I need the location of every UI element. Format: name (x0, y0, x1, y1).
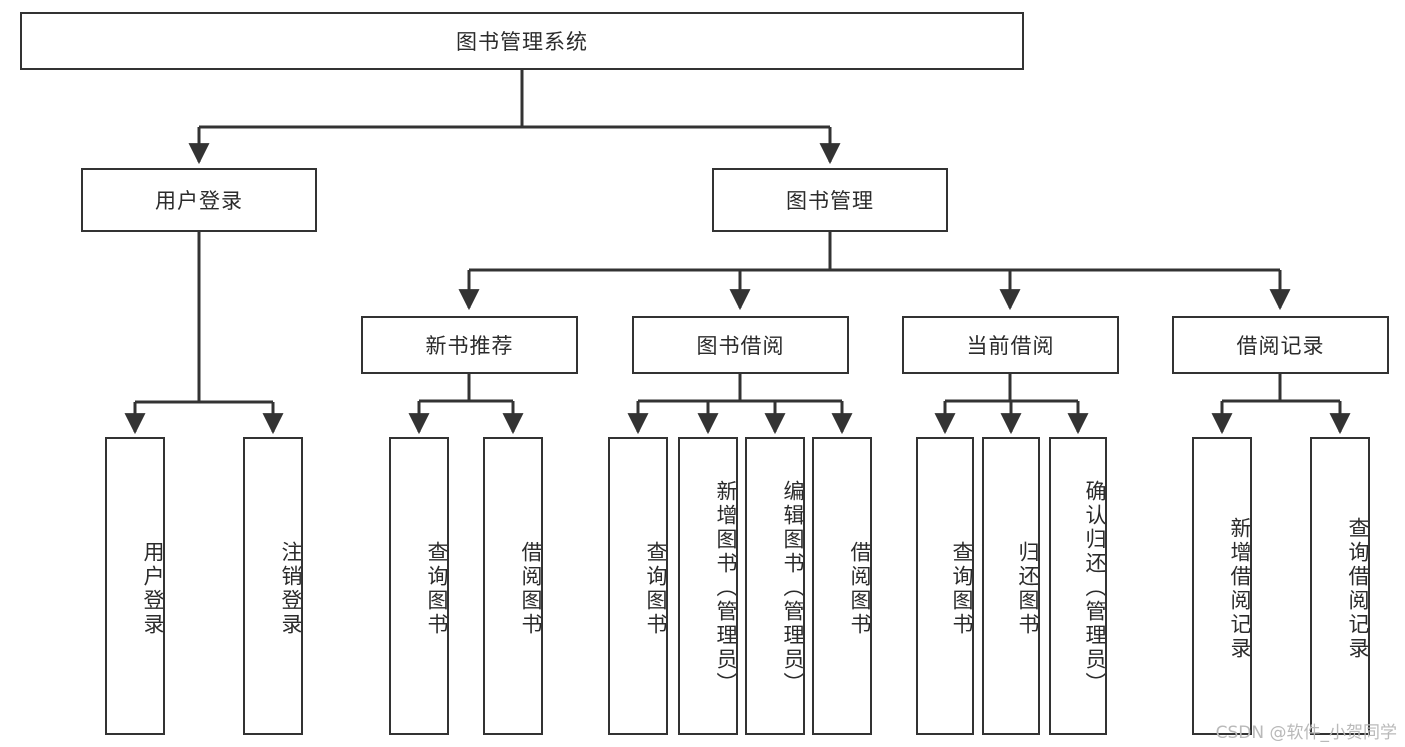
node-current-borrow[interactable]: 当前借阅 (902, 316, 1119, 374)
leaf-current-query-book[interactable]: 查询图书 (916, 437, 974, 735)
node-user-login[interactable]: 用户登录 (81, 168, 317, 232)
node-root[interactable]: 图书管理系统 (20, 12, 1024, 70)
node-book-borrow[interactable]: 图书借阅 (632, 316, 849, 374)
leaf-borrow-query-book[interactable]: 查询图书 (608, 437, 668, 735)
node-book-management[interactable]: 图书管理 (712, 168, 948, 232)
node-borrow-records[interactable]: 借阅记录 (1172, 316, 1389, 374)
leaf-newbook-query-book[interactable]: 查询图书 (389, 437, 449, 735)
leaf-current-return-book[interactable]: 归还图书 (982, 437, 1040, 735)
csdn-watermark: CSDN @软件_小贺同学 (1215, 723, 1397, 743)
node-new-book-recommend[interactable]: 新书推荐 (361, 316, 578, 374)
leaf-newbook-borrow-book[interactable]: 借阅图书 (483, 437, 543, 735)
leaf-user-login[interactable]: 用户登录 (105, 437, 165, 735)
leaf-logout-login[interactable]: 注销登录 (243, 437, 303, 735)
leaf-current-confirm-return-admin[interactable]: 确认归还（管理员） (1049, 437, 1107, 735)
leaf-borrow-add-book-admin[interactable]: 新增图书（管理员） (678, 437, 738, 735)
leaf-records-query-record[interactable]: 查询借阅记录 (1310, 437, 1370, 735)
leaf-records-add-record[interactable]: 新增借阅记录 (1192, 437, 1252, 735)
leaf-borrow-edit-book-admin[interactable]: 编辑图书（管理员） (745, 437, 805, 735)
leaf-borrow-borrow-book[interactable]: 借阅图书 (812, 437, 872, 735)
